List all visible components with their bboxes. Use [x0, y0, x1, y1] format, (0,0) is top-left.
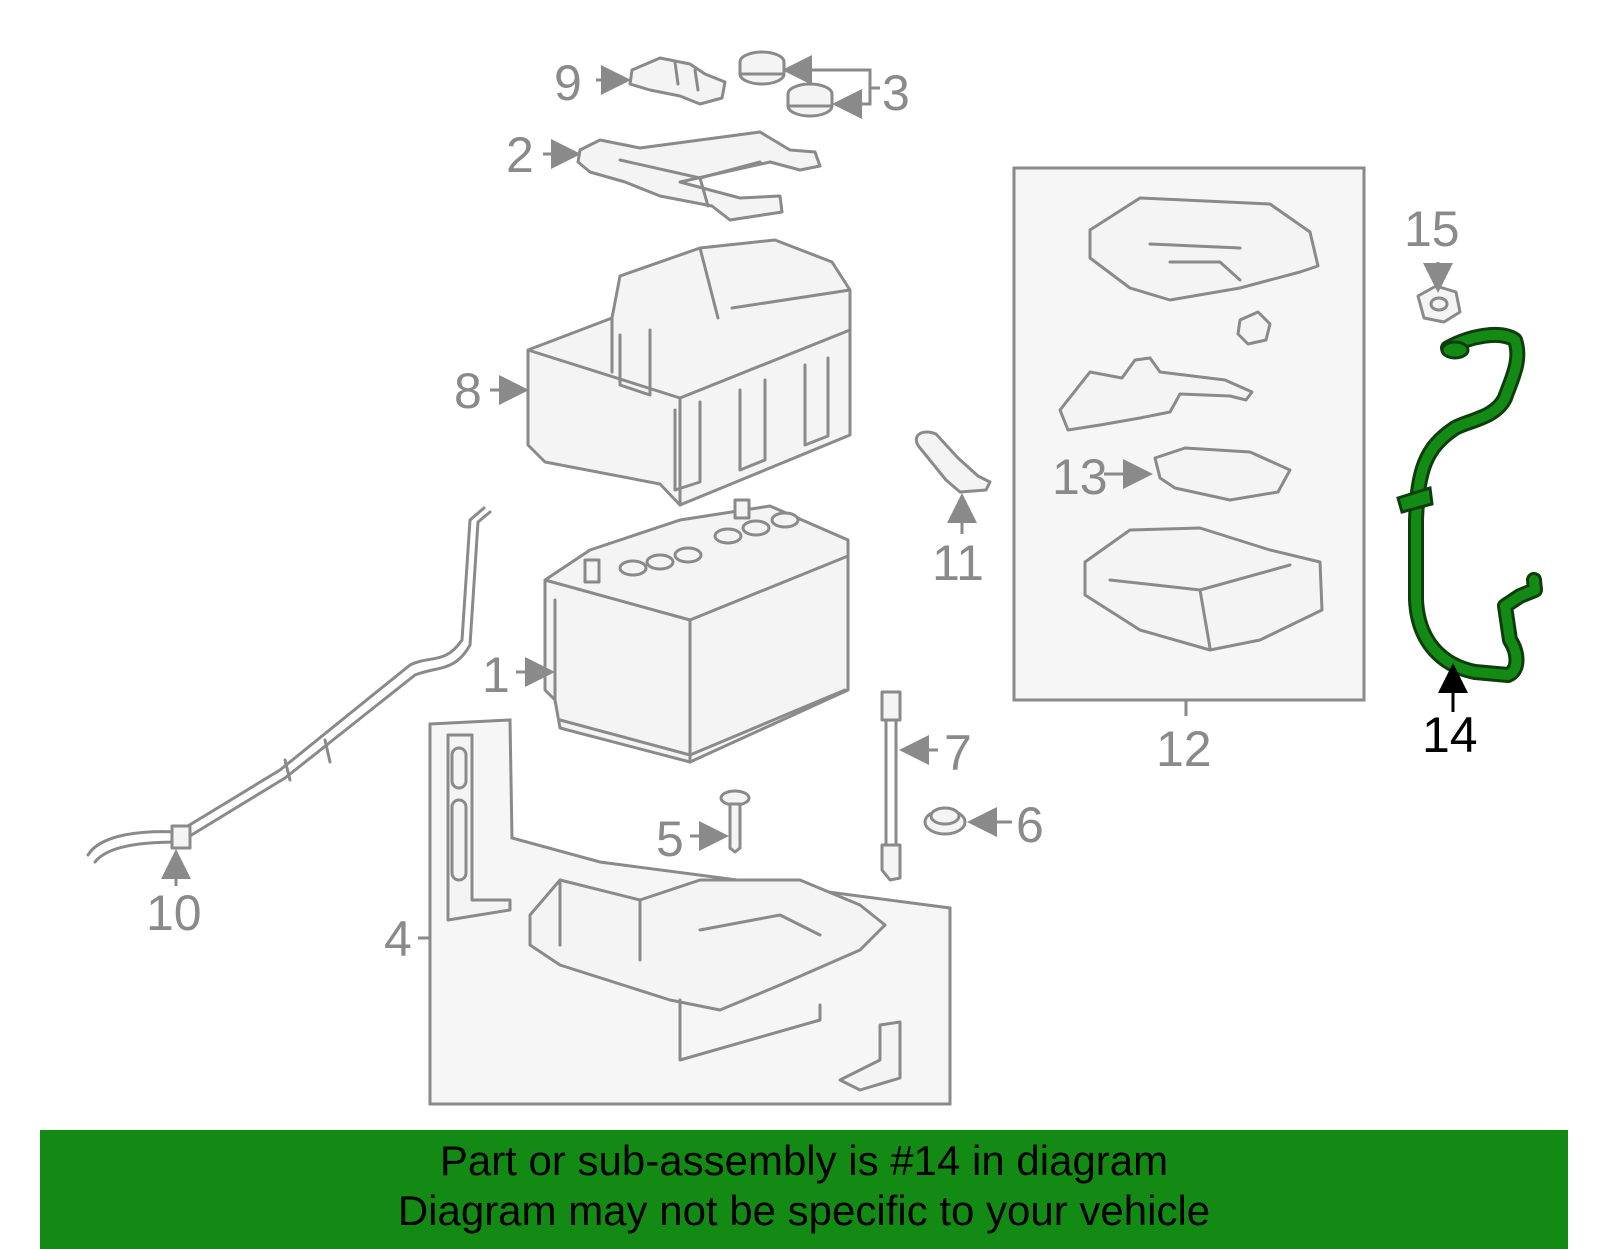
- callout-13: 13: [1052, 449, 1108, 505]
- parts-diagram: 9 3 2 8 1 10 11 7 6 5 4 13 12 15 14: [86, 50, 1543, 1106]
- fuse-cable-lead: [1058, 356, 1254, 432]
- callout-8: 8: [454, 363, 482, 419]
- fuse-small-module: [1153, 446, 1292, 502]
- callout-5: 5: [656, 811, 684, 867]
- fuse-block-cover: [1088, 196, 1320, 302]
- callout-6: 6: [1016, 797, 1044, 853]
- callout-3: 3: [882, 65, 910, 121]
- banner-line-disclaimer: Diagram may not be specific to your vehi…: [397, 1187, 1211, 1234]
- fuse-block-nut: [1236, 310, 1272, 346]
- part-6-nut[interactable]: [923, 806, 967, 836]
- callout-12: 12: [1156, 721, 1212, 777]
- callout-1: 1: [482, 647, 510, 703]
- banner-line-part: Part or sub-assembly is #14 in diagram: [439, 1137, 1169, 1184]
- part-4-battery-tray[interactable]: [428, 718, 952, 1106]
- part-2-hold-down-bracket[interactable]: [576, 130, 822, 222]
- callout-7: 7: [944, 725, 972, 781]
- callout-4: 4: [384, 911, 412, 967]
- part-15-nut[interactable]: [1416, 284, 1462, 324]
- part-10-harness[interactable]: [86, 506, 492, 864]
- part-11-clip[interactable]: [914, 430, 992, 494]
- part-9-terminal-cover[interactable]: [628, 56, 727, 106]
- callout-11: 11: [932, 535, 984, 591]
- part-8-battery-insulator[interactable]: [526, 238, 852, 507]
- part-5-bolt[interactable]: [719, 789, 751, 854]
- part-1-battery[interactable]: [543, 498, 850, 764]
- part-14-battery-cable[interactable]: [1396, 326, 1543, 683]
- callout-9: 9: [554, 55, 582, 111]
- callout-2: 2: [506, 127, 534, 183]
- leader-3a: [782, 55, 880, 90]
- callout-10: 10: [146, 885, 202, 941]
- part-12-fuse-block-assembly[interactable]: [1012, 166, 1366, 702]
- info-banner: Part or sub-assembly is #14 in diagram D…: [40, 1130, 1568, 1249]
- callout-15: 15: [1404, 201, 1460, 257]
- part-7-hold-down-rod[interactable]: [880, 690, 902, 882]
- callout-14: 14: [1422, 707, 1478, 763]
- leader-3b: [832, 88, 872, 119]
- part-3-caps[interactable]: [738, 50, 834, 118]
